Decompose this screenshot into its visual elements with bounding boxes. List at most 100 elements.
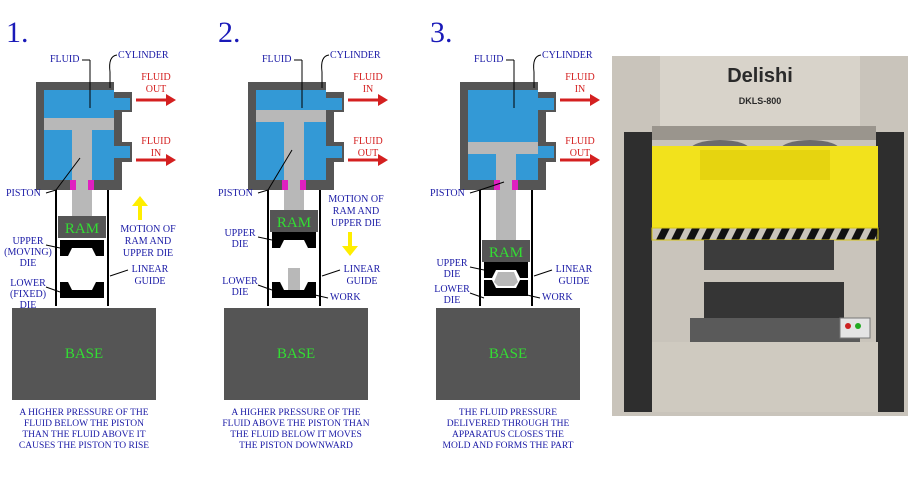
port-top-label-1: FLUID [353, 72, 382, 83]
upper-die-label-3: DIE [20, 258, 37, 269]
motion-label-1: MOTION OF [328, 194, 384, 205]
work-piece [288, 268, 300, 290]
motion-label-2: RAM AND [125, 236, 171, 247]
motion-label-2: RAM AND [333, 206, 379, 217]
upper-die-label-2: DIE [444, 269, 461, 280]
caption-line-3: THE FLUID BELOW IT MOVES [230, 430, 362, 440]
port-bottom-arrow-head [378, 154, 388, 166]
cylinder-leader [321, 54, 330, 88]
lower-die-label-2: DIE [444, 295, 461, 306]
control-button-red [845, 323, 851, 329]
linear-guide-label-1: LINEAR [132, 264, 169, 275]
lower-die-label-2: DIE [232, 287, 249, 298]
port-bottom-label-2: IN [151, 148, 162, 159]
caption-line-1: A HIGHER PRESSURE OF THE [19, 408, 148, 418]
upper-die-label-1: UPPER [224, 228, 255, 239]
caption-line-1: THE FLUID PRESSURE [459, 408, 557, 418]
press-right-side [876, 132, 904, 412]
control-button-green [855, 323, 861, 329]
press-control-panel [839, 317, 871, 339]
port-bottom-label-1: FLUID [565, 136, 594, 147]
upper-die [484, 262, 528, 278]
hazard-stripe [851, 228, 865, 240]
step-number: 2. [218, 16, 241, 49]
step-number: 3. [430, 16, 453, 49]
ram-label: RAM [65, 221, 99, 237]
piston-leader-b [479, 181, 505, 191]
motion-label-1: MOTION OF [120, 224, 176, 235]
port-top-arrow-head [378, 94, 388, 106]
port-bottom-channel [112, 146, 130, 158]
port-bottom-arrow [348, 154, 388, 166]
port-bottom-label-1: FLUID [141, 136, 170, 147]
cylinder-label: CYLINDER [330, 50, 381, 61]
upper-die [272, 232, 316, 248]
work-label: WORK [330, 292, 361, 303]
lower-die-leader [257, 284, 273, 291]
seal-right [300, 180, 306, 190]
upper-die-label-1: UPPER [12, 236, 43, 247]
seal-right [88, 180, 94, 190]
ram-block [482, 240, 530, 262]
motion-label-3: UPPER DIE [123, 248, 173, 259]
piston-leader-b [267, 149, 293, 191]
hazard-stripe [656, 228, 670, 240]
port-bottom-label-2: OUT [358, 148, 379, 159]
port-top-channel [536, 98, 554, 110]
hazard-stripe [866, 228, 880, 240]
cylinder-leader [109, 54, 118, 88]
base-label: BASE [277, 346, 315, 362]
lower-die-leader [45, 286, 61, 293]
piston-leader-a [257, 189, 269, 194]
work-piece [494, 272, 518, 286]
linear-guide-label-2: GUIDE [346, 276, 377, 287]
work-leader [301, 291, 329, 299]
caption-line-2: DELIVERED THROUGH THE [447, 419, 570, 429]
port-bottom-arrow-head [166, 154, 176, 166]
upper-die-leader [257, 236, 273, 241]
upper-die-label-2: (MOVING) [4, 247, 52, 258]
caption-line-3: THAN THE FLUID ABOVE IT [22, 430, 146, 440]
port-bottom-arrow [136, 154, 176, 166]
step-number: 1. [6, 16, 29, 49]
port-bottom-arrow-head [590, 154, 600, 166]
caption-line-2: FLUID BELOW THE PISTON [24, 419, 144, 429]
motion-arrow-up-head [132, 196, 148, 206]
port-bottom-channel [536, 146, 554, 158]
piston-label: PISTON [218, 188, 253, 199]
ram-block [270, 210, 318, 232]
port-top-label-1: FLUID [141, 72, 170, 83]
base-label: BASE [65, 346, 103, 362]
hazard-stripe [671, 228, 685, 240]
press-upper-tool [704, 240, 834, 270]
caption-line-4: MOLD AND FORMS THE PART [443, 441, 574, 451]
work-label: WORK [542, 292, 573, 303]
hazard-stripe [836, 228, 850, 240]
press-hazard-stripes [656, 228, 880, 240]
lower-die-leader [469, 292, 485, 299]
fluid-label: FLUID [474, 54, 503, 65]
port-top-arrow [348, 94, 388, 106]
port-top-label-1: FLUID [565, 72, 594, 83]
hazard-stripe [716, 228, 730, 240]
cylinder-leader [533, 54, 542, 88]
lower-die [484, 280, 528, 296]
motion-arrow-down [342, 232, 358, 256]
piston-rod [284, 110, 304, 210]
port-bottom-channel [324, 146, 342, 158]
linear-guide-leader [321, 269, 341, 277]
seal-left [70, 180, 76, 190]
press-upper-plate [652, 126, 876, 140]
press-bolster [690, 318, 860, 342]
base-block [224, 308, 368, 400]
piston-rod [496, 142, 516, 240]
piston-leader-b [55, 157, 81, 191]
port-top-label-2: OUT [146, 84, 167, 95]
upper-die-label-1: UPPER [436, 258, 467, 269]
piston-leader-a [45, 189, 57, 194]
ram-block [58, 216, 106, 238]
